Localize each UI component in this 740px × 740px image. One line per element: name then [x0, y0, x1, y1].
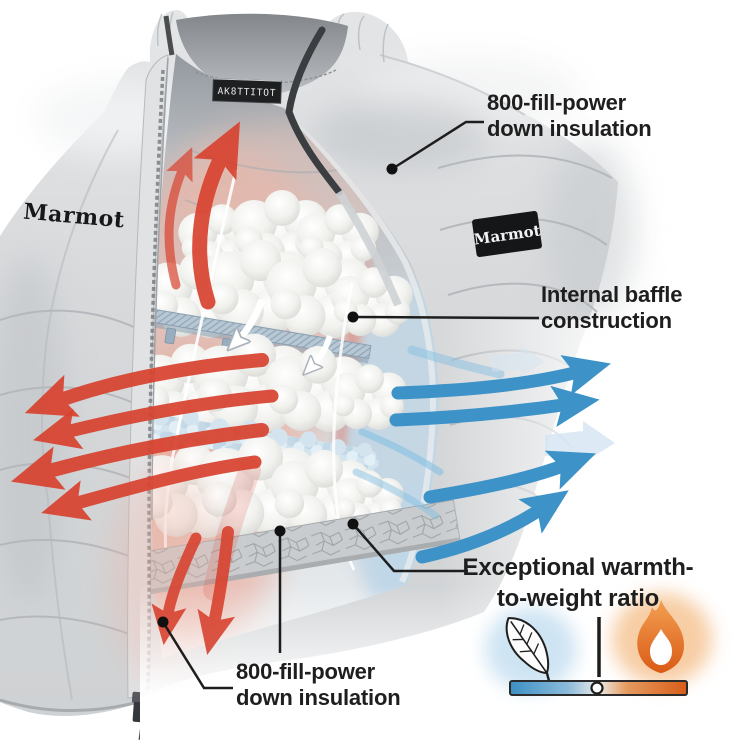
heat-arrow-down [151, 532, 202, 646]
sleeve-patch: Marmot [472, 210, 542, 258]
leader-line-top-right [391, 120, 484, 171]
heat-arrow-down [197, 526, 236, 655]
annotation-bottom-right: Exceptional warmth- to-weight ratio [448, 552, 708, 614]
hem-line [0, 698, 147, 713]
heat-arrow-up [164, 146, 193, 290]
annotation-line: down insulation [487, 116, 652, 141]
leader-line-bottom-left-2 [161, 621, 233, 690]
leader-line-mid-right [352, 315, 540, 320]
annotation-line: down insulation [236, 685, 401, 710]
collar-zipper-tape [285, 26, 343, 196]
cold-arrow [391, 355, 611, 400]
heat-arrow [10, 423, 269, 490]
annotation-line: Internal baffle [541, 282, 683, 307]
heat-arrow [41, 455, 262, 521]
annotation-line: 800-fill-power [487, 90, 627, 115]
annotation-line: Exceptional warmth- [462, 554, 694, 581]
cold-arrow [423, 450, 596, 504]
cold-arrow [389, 385, 600, 428]
collar-tag-text: AK8TTITOT [217, 86, 276, 99]
warmth-scale [485, 593, 712, 696]
leader-line-bottom-right [352, 523, 468, 573]
heat-arrow [32, 389, 279, 450]
heat-arrow [24, 353, 269, 417]
annotation-line: to-weight ratio [496, 585, 660, 612]
heat-arrow-up [192, 121, 240, 310]
scale-marker [590, 681, 604, 695]
heat-arrows [10, 121, 279, 655]
down-chevron-arrows [238, 298, 333, 366]
collar-interior: AK8TTITOT [176, 13, 348, 104]
quilting-lines-left [0, 129, 141, 701]
annotation-top-right: 800-fill-power down insulation [487, 90, 652, 142]
cold-arrow-ghost [492, 345, 545, 377]
cold-arrow [415, 490, 569, 564]
leader-lines [161, 120, 540, 690]
cold-arrows [352, 345, 615, 564]
annotation-line: construction [541, 308, 672, 333]
flame-icon [637, 600, 685, 673]
annotation-bottom-left: 800-fill-power down insulation [236, 659, 401, 711]
leader-dots [157, 163, 398, 628]
annotation-mid-right: Internal baffle construction [541, 282, 682, 334]
collar-tag: AK8TTITOT [212, 78, 282, 104]
annotation-line: 800-fill-power [236, 659, 376, 684]
